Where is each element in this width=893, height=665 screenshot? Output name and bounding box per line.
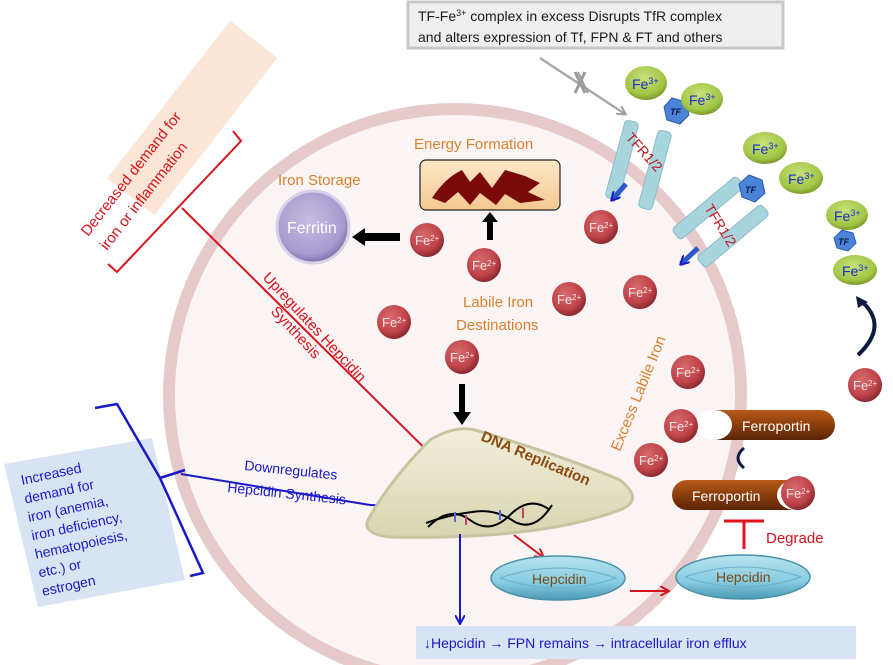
svg-text:Fe2+: Fe2+ <box>669 419 694 434</box>
arrow-to-dna <box>453 384 471 425</box>
svg-text:Fe3+: Fe3+ <box>788 171 815 187</box>
svg-text:Fe3+: Fe3+ <box>752 141 779 157</box>
downregulates-arrow-a <box>180 473 371 506</box>
hepcidin-1: Hepcidin <box>490 555 626 601</box>
import-arrow-2 <box>681 246 700 264</box>
fe2-ion: Fe2+ <box>664 409 698 443</box>
fe3-ion <box>779 162 823 194</box>
nucleus-shape <box>365 427 634 539</box>
mitochondrion-box <box>419 159 561 211</box>
blocked-arrow <box>539 56 625 114</box>
hepcidin-2: Hepcidin <box>675 554 811 600</box>
red-bracket <box>107 130 243 274</box>
labile-iron-label-2: Destinations <box>456 317 539 334</box>
fe2-ion: Fe2+ <box>848 368 882 402</box>
svg-text:Fe2+: Fe2+ <box>786 486 811 501</box>
mitochondrion-icon <box>432 170 545 205</box>
svg-text:Fe2+: Fe2+ <box>415 233 440 248</box>
svg-text:Fe3+: Fe3+ <box>834 208 861 224</box>
fe2-ion: Fe2+ <box>410 223 444 257</box>
curved-arrow-icon <box>736 446 746 470</box>
fe2-ion: Fe2+ <box>623 275 657 309</box>
ferroportin-label-2: Ferroportin <box>692 488 760 504</box>
fe3-ion <box>743 132 787 164</box>
svg-text:Fe3+: Fe3+ <box>689 92 716 108</box>
fe3-ion <box>625 66 667 100</box>
svg-text:Fe2+: Fe2+ <box>382 315 407 330</box>
fe2-ion: Fe2+ <box>634 443 668 477</box>
degrade-label: Degrade <box>766 530 824 547</box>
svg-text:Fe2+: Fe2+ <box>639 453 664 468</box>
svg-text:Fe2+: Fe2+ <box>450 350 475 365</box>
increased-demand-box <box>4 438 185 607</box>
tf-fe3-complex: Fe3+ TF Fe3+ <box>826 200 877 357</box>
tf-label-1: TF <box>670 107 681 117</box>
svg-text:TF-Fe3+ complex in excess Disr: TF-Fe3+ complex in excess Disrupts TfR c… <box>418 8 722 24</box>
svg-text:Fe2+: Fe2+ <box>853 378 878 393</box>
ferroportin-label-1: Ferroportin <box>742 418 810 434</box>
fe2-ions-top: Fe2+ Fe2+ Fe2+ Fe2+ <box>634 368 882 510</box>
iron-storage: Iron Storage Ferritin <box>275 172 361 265</box>
note-line2: and alters expression of Tf, FPN & FT an… <box>418 29 723 45</box>
black-arrows <box>352 212 498 425</box>
iron-storage-label: Iron Storage <box>278 172 361 189</box>
fe2-ion: Fe2+ <box>377 305 411 339</box>
labile-iron-label-1: Labile Iron <box>463 294 533 311</box>
fe3-ion <box>833 255 877 285</box>
svg-text:Fe2+: Fe2+ <box>676 365 701 380</box>
svg-text:Fe2+: Fe2+ <box>628 285 653 300</box>
fe3-ion <box>826 200 868 230</box>
hepcidin-label-1: Hepcidin <box>532 571 586 587</box>
arrow-to-ferritin <box>352 228 400 246</box>
fe2-ion: Fe2+ <box>467 248 501 282</box>
note-line1-post: complex in excess Disrupts TfR complex <box>466 8 722 24</box>
fe2-ions: Fe2+ Fe2+ Fe2+ Fe2+ Fe2+ Fe2+ Fe2+ Fe2+ <box>377 210 705 389</box>
tf-label-3: TF <box>838 237 849 247</box>
arrow-to-hepcidin <box>513 534 543 557</box>
svg-text:Fe2+: Fe2+ <box>557 292 582 307</box>
fe2-ion: Fe2+ <box>445 340 479 374</box>
svg-text:Fe3+: Fe3+ <box>632 76 659 92</box>
degrade-inhibitor: Degrade <box>724 519 824 549</box>
svg-text:Fe2+: Fe2+ <box>472 258 497 273</box>
ferroportin-1: Ferroportin <box>696 410 835 440</box>
tfr-receptor-1: TFR1/2 TF Fe3+ Fe3+ <box>605 66 723 211</box>
note-line1-pre: TF-Fe <box>418 8 456 24</box>
summary-text: ↓Hepcidin → FPN remains → intracellular … <box>424 635 747 651</box>
hepcidin-label-2: Hepcidin <box>716 569 770 585</box>
ferritin-label: Ferritin <box>287 220 337 237</box>
fe2-ion: Fe2+ <box>552 282 586 316</box>
tf-label-2: TF <box>745 185 756 195</box>
arrow-to-energy <box>482 212 498 240</box>
fe2-ion: Fe2+ <box>671 355 705 389</box>
curved-arrow-icon <box>856 298 877 357</box>
energy-formation-label: Energy Formation <box>414 136 533 153</box>
energy-formation: Energy Formation <box>414 136 561 211</box>
ferritin-circle <box>275 189 351 265</box>
tf-hexagon-2 <box>738 174 766 203</box>
tf-hexagon-3 <box>833 229 857 252</box>
fe2-ion: Fe2+ <box>584 210 618 244</box>
summary-note: ↓Hepcidin → FPN remains → intracellular … <box>416 626 856 659</box>
dna-helix-icon <box>427 502 551 528</box>
fe3-ion <box>681 83 723 115</box>
import-arrow-1 <box>612 182 628 200</box>
svg-text:Fe2+: Fe2+ <box>589 220 614 235</box>
blue-bracket <box>94 402 205 578</box>
tf-excess-note: TF-Fe3+ complex in excess Disrupts TfR c… <box>406 0 785 50</box>
note-line1-sup: 3+ <box>456 8 466 18</box>
fe2-ion: Fe2+ <box>781 476 815 510</box>
block-x-icon <box>573 71 589 94</box>
svg-text:Fe3+: Fe3+ <box>842 263 869 279</box>
